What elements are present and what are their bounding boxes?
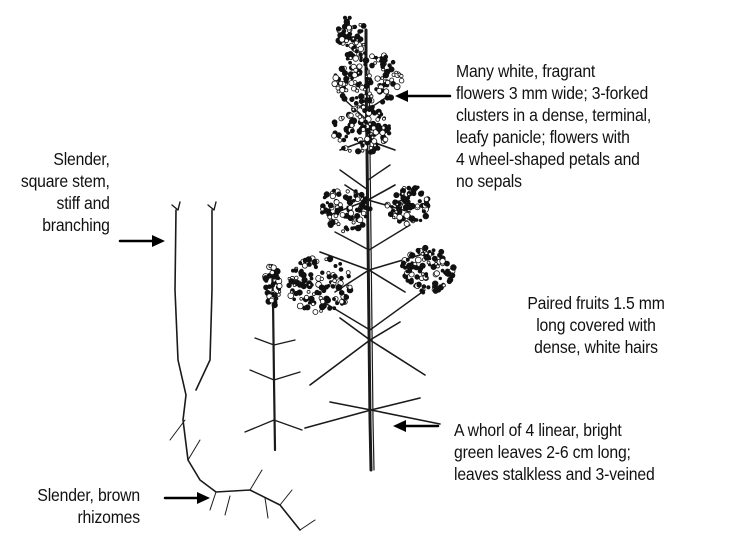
flower-cluster	[336, 16, 366, 58]
annotation-line: dense, white hairs	[504, 336, 688, 358]
annotation-line: flowers 3 mm wide; 3-forked	[456, 82, 651, 104]
flower-cluster	[385, 186, 430, 227]
annotation-line: square stem,	[21, 170, 110, 192]
left-stems	[175, 210, 300, 530]
annotation-line: branching	[21, 214, 110, 236]
annotation-line: no sepals	[456, 170, 651, 192]
annotation-line: rhizomes	[37, 506, 140, 528]
annotation-line: clusters in a dense, terminal,	[456, 104, 651, 126]
flower-cluster	[332, 52, 404, 109]
annotation-line: 4 wheel-shaped petals and	[456, 148, 651, 170]
annotation-line: leaves stalkless and 3-veined	[454, 463, 655, 485]
annotation-line: stiff and	[21, 192, 110, 214]
annotation-line: Slender,	[21, 148, 110, 170]
rhizome-roots	[170, 420, 315, 530]
flower-cluster	[332, 106, 391, 154]
flower-cluster	[263, 264, 283, 308]
flower-cluster	[287, 256, 353, 315]
annotation-line: Paired fruits 1.5 mm	[504, 292, 688, 314]
annotation-line: leafy panicle; flowers with	[456, 126, 651, 148]
annotation-line: Slender, brown	[37, 484, 140, 506]
annotation-line: Many white, fragrant	[456, 60, 651, 82]
flower-cluster	[320, 189, 372, 233]
pointer-arrows	[120, 96, 450, 498]
annotation-line: A whorl of 4 linear, bright	[454, 419, 655, 441]
annotation-line: long covered with	[504, 314, 688, 336]
flower-cluster	[400, 245, 456, 294]
annotation-line: green leaves 2-6 cm long;	[454, 441, 655, 463]
